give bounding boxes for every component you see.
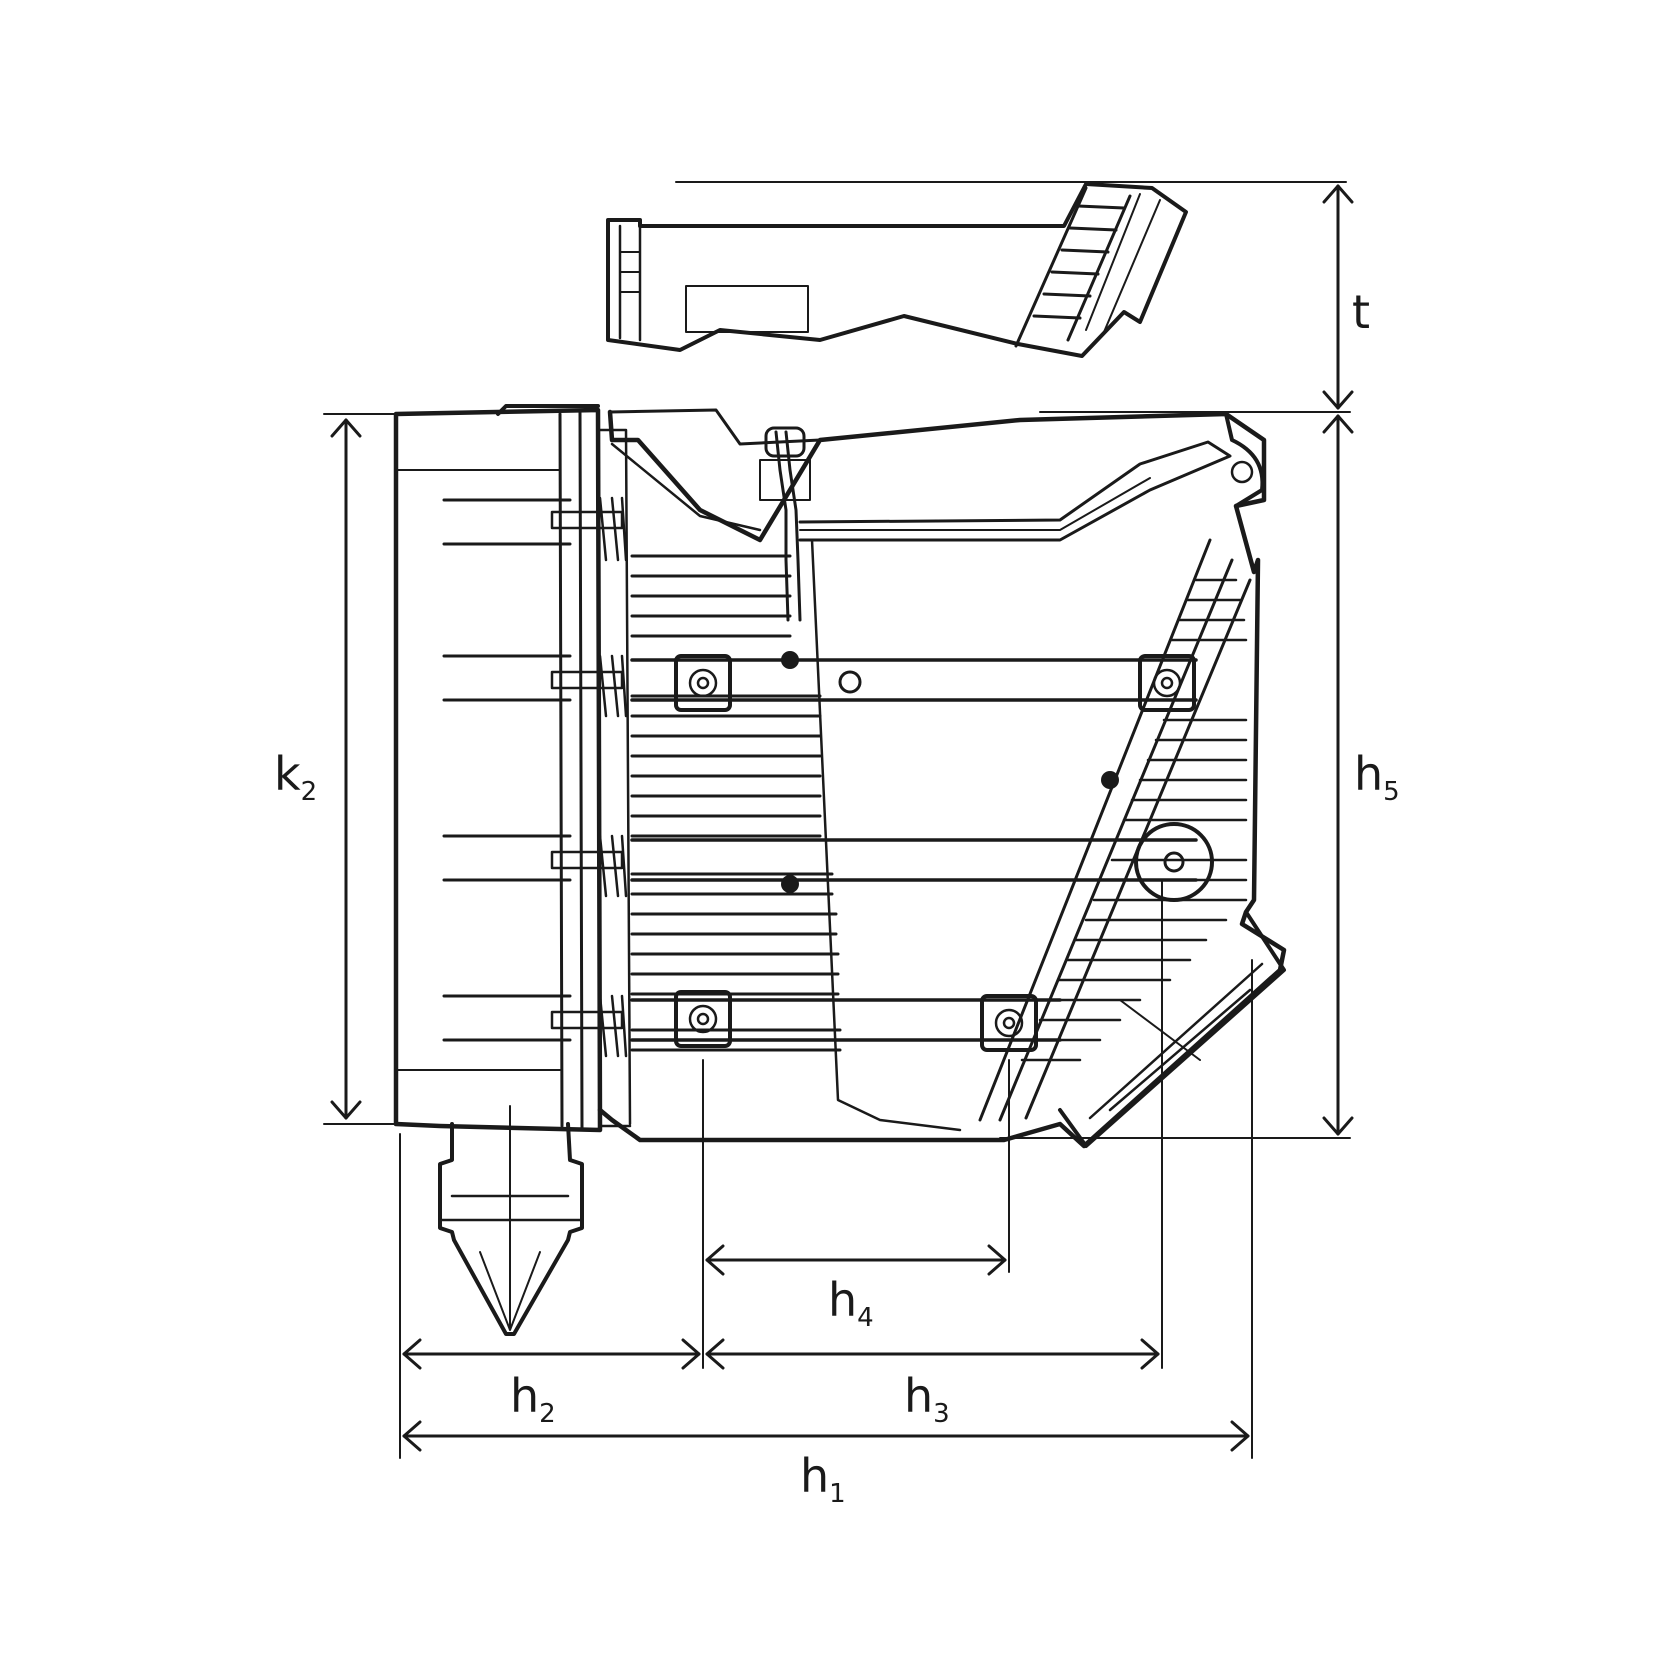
label-k2: k2 — [274, 747, 317, 807]
top-view-part — [606, 181, 1347, 358]
label-h2: h2 — [510, 1369, 556, 1429]
dimension-lines — [323, 184, 1354, 1459]
main-body — [393, 404, 1287, 1336]
label-h3: h3 — [904, 1369, 950, 1429]
label-h1: h1 — [800, 1449, 846, 1509]
label-h5: h5 — [1354, 747, 1400, 807]
label-t: t — [1352, 285, 1370, 339]
label-h4: h4 — [828, 1273, 874, 1333]
